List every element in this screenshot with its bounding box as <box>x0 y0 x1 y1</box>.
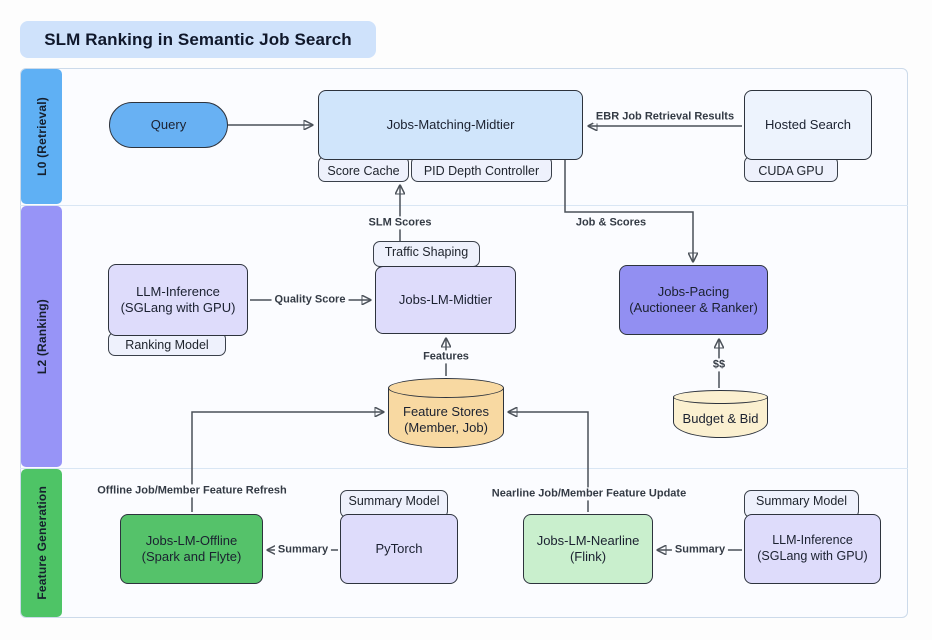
jobs-lm-nearline-line1: Jobs-LM-Nearline <box>536 532 640 548</box>
edge-label-summary-offline: Summary <box>274 543 332 557</box>
jobs-lm-nearline-node: Jobs-LM-Nearline (Flink) <box>523 514 653 584</box>
pytorch-node: PyTorch <box>340 514 458 584</box>
edge-nearline-update <box>509 412 589 512</box>
edge-offline-refresh <box>191 412 383 512</box>
summary-model-nearline-badge: Summary Model <box>744 490 859 518</box>
edge-label-dollars: $$ <box>709 358 729 372</box>
jobs-matching-midtier-label: Jobs-Matching-Midtier <box>386 116 515 132</box>
hosted-search-label: Hosted Search <box>765 116 851 132</box>
edge-label-nearline-update: Nearline Job/Member Feature Update <box>488 487 690 501</box>
llm-inference-feature-line1: LLM-Inference <box>772 533 853 548</box>
summary-model-offline-label: Summary Model <box>348 494 440 508</box>
jobs-pacing-line2: (Auctioneer & Ranker) <box>629 300 758 315</box>
traffic-shaping-badge: Traffic Shaping <box>373 241 480 267</box>
summary-model-offline-badge: Summary Model <box>340 490 448 518</box>
llm-inference-ranking-line1: LLM-Inference <box>136 283 220 299</box>
jobs-lm-midtier-node: Jobs-LM-Midtier <box>375 266 516 334</box>
pytorch-label: PyTorch <box>375 540 423 556</box>
query-node: Query <box>109 102 228 148</box>
edge-label-features: Features <box>420 350 472 364</box>
cuda-gpu-label: CUDA GPU <box>758 164 824 178</box>
llm-inference-feature-node: LLM-Inference (SGLang with GPU) <box>744 514 881 584</box>
llm-inference-ranking-line2: (SGLang with GPU) <box>120 300 236 315</box>
jobs-pacing-line1: Jobs-Pacing <box>657 283 730 299</box>
summary-model-nearline-label: Summary Model <box>756 494 847 508</box>
budget-bid-label: Budget & Bid <box>682 410 759 426</box>
jobs-lm-offline-line2: (Spark and Flyte) <box>141 549 242 564</box>
lane-l2-ranking: L2 (Ranking) <box>21 206 62 467</box>
jobs-lm-offline-line1: Jobs-LM-Offline <box>145 532 238 548</box>
jobs-lm-midtier-label: Jobs-LM-Midtier <box>398 291 493 307</box>
llm-inference-ranking-node: LLM-Inference (SGLang with GPU) <box>108 264 248 336</box>
feature-stores-ellipse <box>388 378 504 398</box>
edge-label-offline-refresh: Offline Job/Member Feature Refresh <box>94 484 290 498</box>
feature-stores-body <box>388 388 504 448</box>
pid-depth-controller-label: PID Depth Controller <box>423 164 540 178</box>
hosted-search-node: Hosted Search <box>744 90 872 160</box>
jobs-pacing-node: Jobs-Pacing (Auctioneer & Ranker) <box>619 265 768 335</box>
edge-label-job-scores: Job & Scores <box>572 216 650 230</box>
edge-label-summary-nearline: Summary <box>671 543 729 557</box>
score-cache-label: Score Cache <box>327 164 400 178</box>
edge-label-quality-score: Quality Score <box>271 293 349 307</box>
llm-inference-feature-line2: (SGLang with GPU) <box>757 549 868 563</box>
edge-label-slm-scores: SLM Scores <box>365 216 435 230</box>
jobs-lm-nearline-line2: (Flink) <box>569 549 607 564</box>
ranking-model-label: Ranking Model <box>125 338 209 352</box>
edge-label-ebr: EBR Job Retrieval Results <box>592 110 738 124</box>
jobs-matching-midtier-node: Jobs-Matching-Midtier <box>318 90 583 160</box>
lane-l0-retrieval: L0 (Retrieval) <box>21 69 62 204</box>
budget-bid-cylinder: Budget & Bid <box>673 390 768 438</box>
page-title: SLM Ranking in Semantic Job Search <box>20 21 376 58</box>
feature-stores-line1: Feature Stores <box>403 403 489 419</box>
lane-feature-generation: Feature Generation <box>21 469 62 617</box>
jobs-lm-offline-node: Jobs-LM-Offline (Spark and Flyte) <box>120 514 263 584</box>
edge-job-and-scores <box>564 160 693 261</box>
ranking-model-badge: Ranking Model <box>108 332 226 356</box>
lane-divider-l0-l2 <box>20 205 908 206</box>
budget-bid-ellipse <box>673 390 768 404</box>
query-node-label: Query <box>150 116 187 132</box>
feature-stores-cylinder: Feature Stores (Member, Job) <box>388 378 504 448</box>
feature-stores-line2: (Member, Job) <box>404 420 488 435</box>
lane-divider-l2-fg <box>20 468 908 469</box>
score-cache-badge: Score Cache <box>318 156 409 182</box>
traffic-shaping-label: Traffic Shaping <box>384 245 469 259</box>
